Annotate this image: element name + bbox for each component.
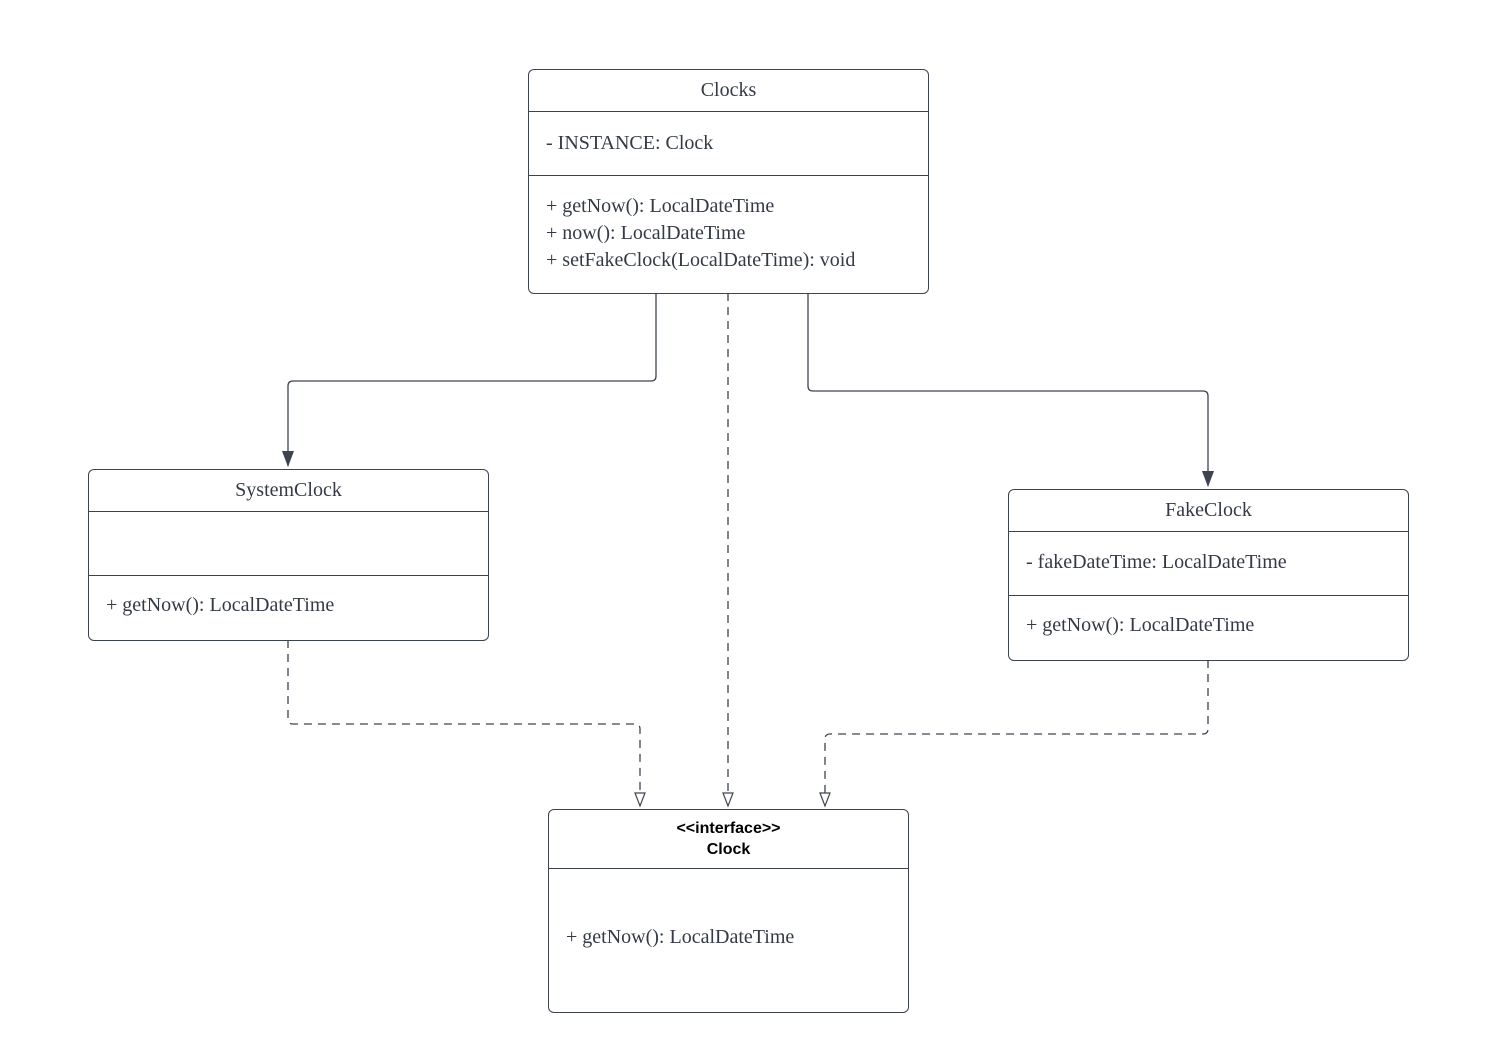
arrowhead-clock-center: [722, 792, 734, 808]
interface-stereotype: <<interface>>: [676, 820, 781, 837]
class-fakeclock-name: FakeClock: [1009, 490, 1408, 532]
method-getnow: + getNow(): LocalDateTime: [106, 594, 335, 616]
class-clocks-attributes: - INSTANCE: Clock: [529, 112, 928, 176]
association-clocks-fakeclock: [807, 293, 1209, 486]
interface-clock-methods: + getNow(): LocalDateTime: [549, 869, 908, 951]
class-systemclock[interactable]: SystemClock + getNow(): LocalDateTime: [88, 469, 489, 641]
method-setfakeclock: + setFakeClock(LocalDateTime): void: [546, 249, 856, 271]
arrowhead-clock-left: [634, 792, 646, 808]
interface-clock[interactable]: <<interface>> Clock + getNow(): LocalDat…: [548, 809, 909, 1013]
association-clocks-systemclock: [287, 293, 657, 466]
class-fakeclock-attributes: - fakeDateTime: LocalDateTime: [1009, 532, 1408, 596]
arrowhead-clock-right: [819, 792, 831, 808]
method-now: + now(): LocalDateTime: [546, 222, 746, 244]
method-getnow: + getNow(): LocalDateTime: [1026, 614, 1255, 636]
realization-systemclock-clock: [287, 640, 641, 794]
class-clocks-methods: + getNow(): LocalDateTime + now(): Local…: [529, 176, 928, 274]
class-fakeclock[interactable]: FakeClock - fakeDateTime: LocalDateTime …: [1008, 489, 1409, 661]
attribute-fakedatetime: - fakeDateTime: LocalDateTime: [1026, 551, 1287, 573]
class-systemclock-name: SystemClock: [89, 470, 488, 512]
attribute-instance: - INSTANCE: Clock: [546, 132, 714, 154]
class-clocks-name: Clocks: [529, 70, 928, 112]
method-getnow: + getNow(): LocalDateTime: [546, 195, 775, 217]
interface-clock-name: Clock: [706, 841, 751, 858]
realization-fakeclock-clock: [824, 660, 1209, 794]
class-systemclock-attributes: [89, 512, 488, 576]
arrowhead-systemclock: [282, 451, 294, 467]
class-systemclock-methods: + getNow(): LocalDateTime: [89, 576, 488, 619]
class-fakeclock-methods: + getNow(): LocalDateTime: [1009, 596, 1408, 639]
method-getnow: + getNow(): LocalDateTime: [566, 926, 795, 948]
interface-clock-header: <<interface>> Clock: [549, 810, 908, 869]
class-clocks[interactable]: Clocks - INSTANCE: Clock + getNow(): Loc…: [528, 69, 929, 294]
arrowhead-fakeclock: [1202, 471, 1214, 487]
